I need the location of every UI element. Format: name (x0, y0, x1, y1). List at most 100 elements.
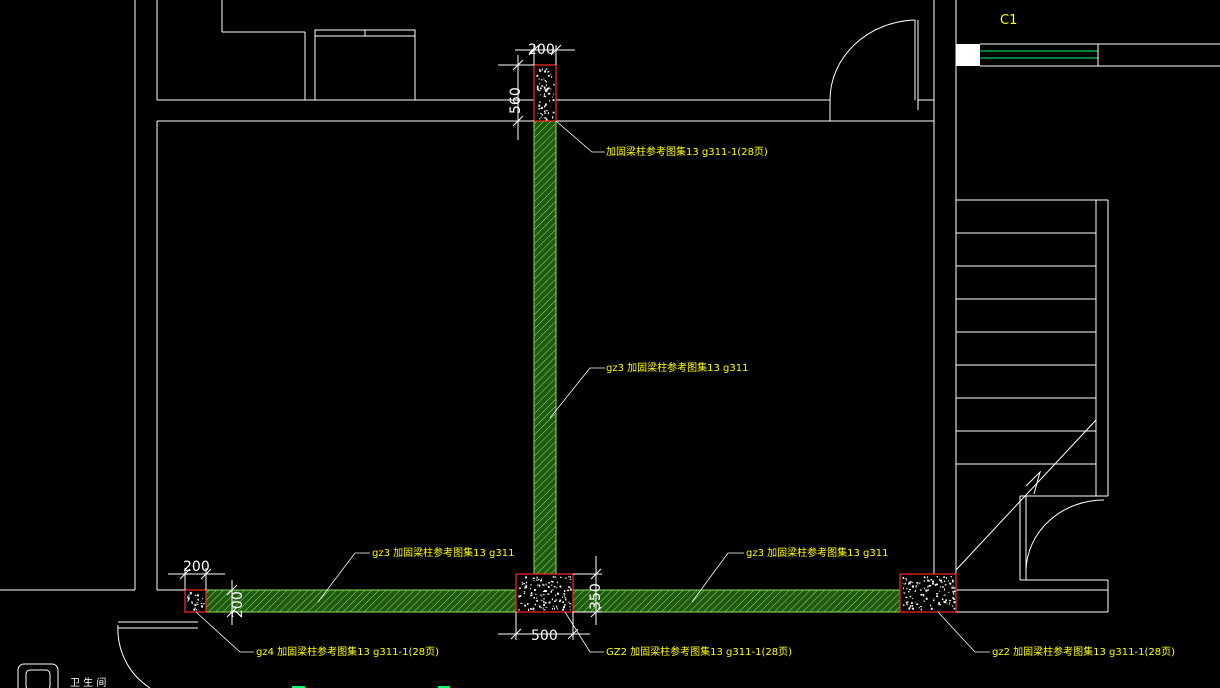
speckle-dot (552, 116, 554, 119)
speckle-dot (521, 581, 523, 584)
speckle-dot (540, 113, 542, 115)
speckle-dot (911, 607, 914, 610)
speckle-dot (943, 576, 946, 578)
speckle-dot (552, 576, 554, 578)
speckle-dot (567, 589, 569, 592)
speckle-dot (537, 85, 539, 87)
speckle-dot (539, 101, 541, 103)
speckle-dot (545, 606, 548, 608)
speckle-dot (539, 69, 542, 72)
speckle-dot (543, 594, 545, 596)
speckle-dot (569, 582, 571, 583)
speckle-dot (569, 588, 572, 591)
speckle-dot (534, 589, 537, 591)
speckle-dot (933, 598, 935, 600)
speckle-dot (908, 591, 910, 593)
speckle-dot (197, 593, 199, 595)
speckle-dot (939, 590, 941, 592)
speckle-dot (188, 594, 190, 596)
beam-bottom-left (205, 589, 517, 613)
speckle-dot (188, 596, 190, 599)
window-tag: C1 (1000, 13, 1017, 28)
speckle-dot (547, 586, 550, 588)
speckle-dot (539, 118, 541, 120)
speckle-dot (554, 600, 557, 602)
speckle-dot (557, 592, 560, 595)
speckle-dot (542, 68, 543, 71)
speckle-dot (187, 598, 190, 601)
speckle-dot (553, 576, 555, 578)
speckle-dot (545, 88, 547, 91)
speckle-dot (906, 579, 908, 581)
speckle-dot (544, 112, 546, 114)
speckle-dot (550, 76, 553, 78)
speckle-dot (193, 608, 196, 611)
dim-left-height: 200 (230, 591, 246, 618)
speckle-dot (921, 594, 924, 596)
speckle-dot (923, 594, 925, 597)
speckle-dot (563, 595, 565, 597)
speckle-dot (544, 601, 547, 604)
speckle-dot (542, 583, 544, 586)
speckle-dot (948, 591, 950, 593)
speckle-dot (551, 584, 553, 586)
column-speckle (187, 68, 956, 611)
speckle-dot (943, 588, 945, 591)
speckle-dot (953, 591, 954, 594)
speckle-dot (556, 581, 558, 584)
speckle-dot (923, 580, 925, 582)
speckle-dot (905, 596, 908, 599)
speckle-dot (555, 594, 557, 597)
speckle-dot (908, 583, 909, 585)
speckle-dot (919, 582, 921, 584)
speckle-dot (936, 595, 939, 598)
speckle-dot (940, 579, 942, 582)
speckle-dot (920, 608, 922, 611)
speckle-dot (524, 586, 526, 589)
speckle-dot (939, 578, 941, 581)
speckle-dot (545, 90, 547, 92)
speckle-dot (568, 586, 571, 588)
speckle-dot (547, 87, 550, 90)
speckle-dot (910, 602, 913, 604)
speckle-dot (543, 600, 545, 603)
speckle-dot (943, 580, 946, 582)
speckle-dot (906, 601, 909, 603)
speckle-dot (953, 601, 956, 604)
speckle-dot (944, 601, 947, 604)
speckle-dot (905, 578, 907, 580)
speckle-dot (909, 605, 911, 608)
speckle-dot (551, 589, 554, 591)
speckle-dot (525, 584, 528, 586)
speckle-dot (947, 580, 949, 582)
speckle-dot (544, 95, 547, 97)
speckle-dot (552, 605, 554, 607)
speckle-dot (541, 85, 543, 87)
speckle-dot (553, 607, 555, 610)
speckle-dot (202, 598, 204, 600)
speckle-dot (935, 583, 938, 586)
speckle-dot (927, 576, 929, 579)
speckle-dot (950, 576, 952, 578)
speckle-dot (540, 116, 542, 118)
speckle-dot (532, 577, 535, 580)
speckle-dot (188, 597, 190, 600)
speckle-dot (529, 587, 531, 590)
speckle-dot (929, 604, 932, 607)
speckle-dot (532, 608, 534, 610)
speckle-dot (539, 68, 540, 70)
speckle-dot (919, 589, 922, 591)
speckle-dot (902, 577, 905, 579)
speckle-dot (553, 586, 556, 588)
speckle-dot (194, 607, 196, 609)
speckle-dot (525, 576, 527, 579)
speckle-dot (555, 598, 557, 601)
speckle-dot (938, 603, 940, 605)
speckle-dot (953, 593, 955, 595)
speckle-dot (534, 603, 536, 606)
speckle-dot (550, 590, 552, 593)
speckle-dot (545, 84, 547, 87)
speckle-dot (545, 81, 547, 83)
speckle-dot (902, 582, 904, 584)
speckle-dot (928, 580, 931, 582)
